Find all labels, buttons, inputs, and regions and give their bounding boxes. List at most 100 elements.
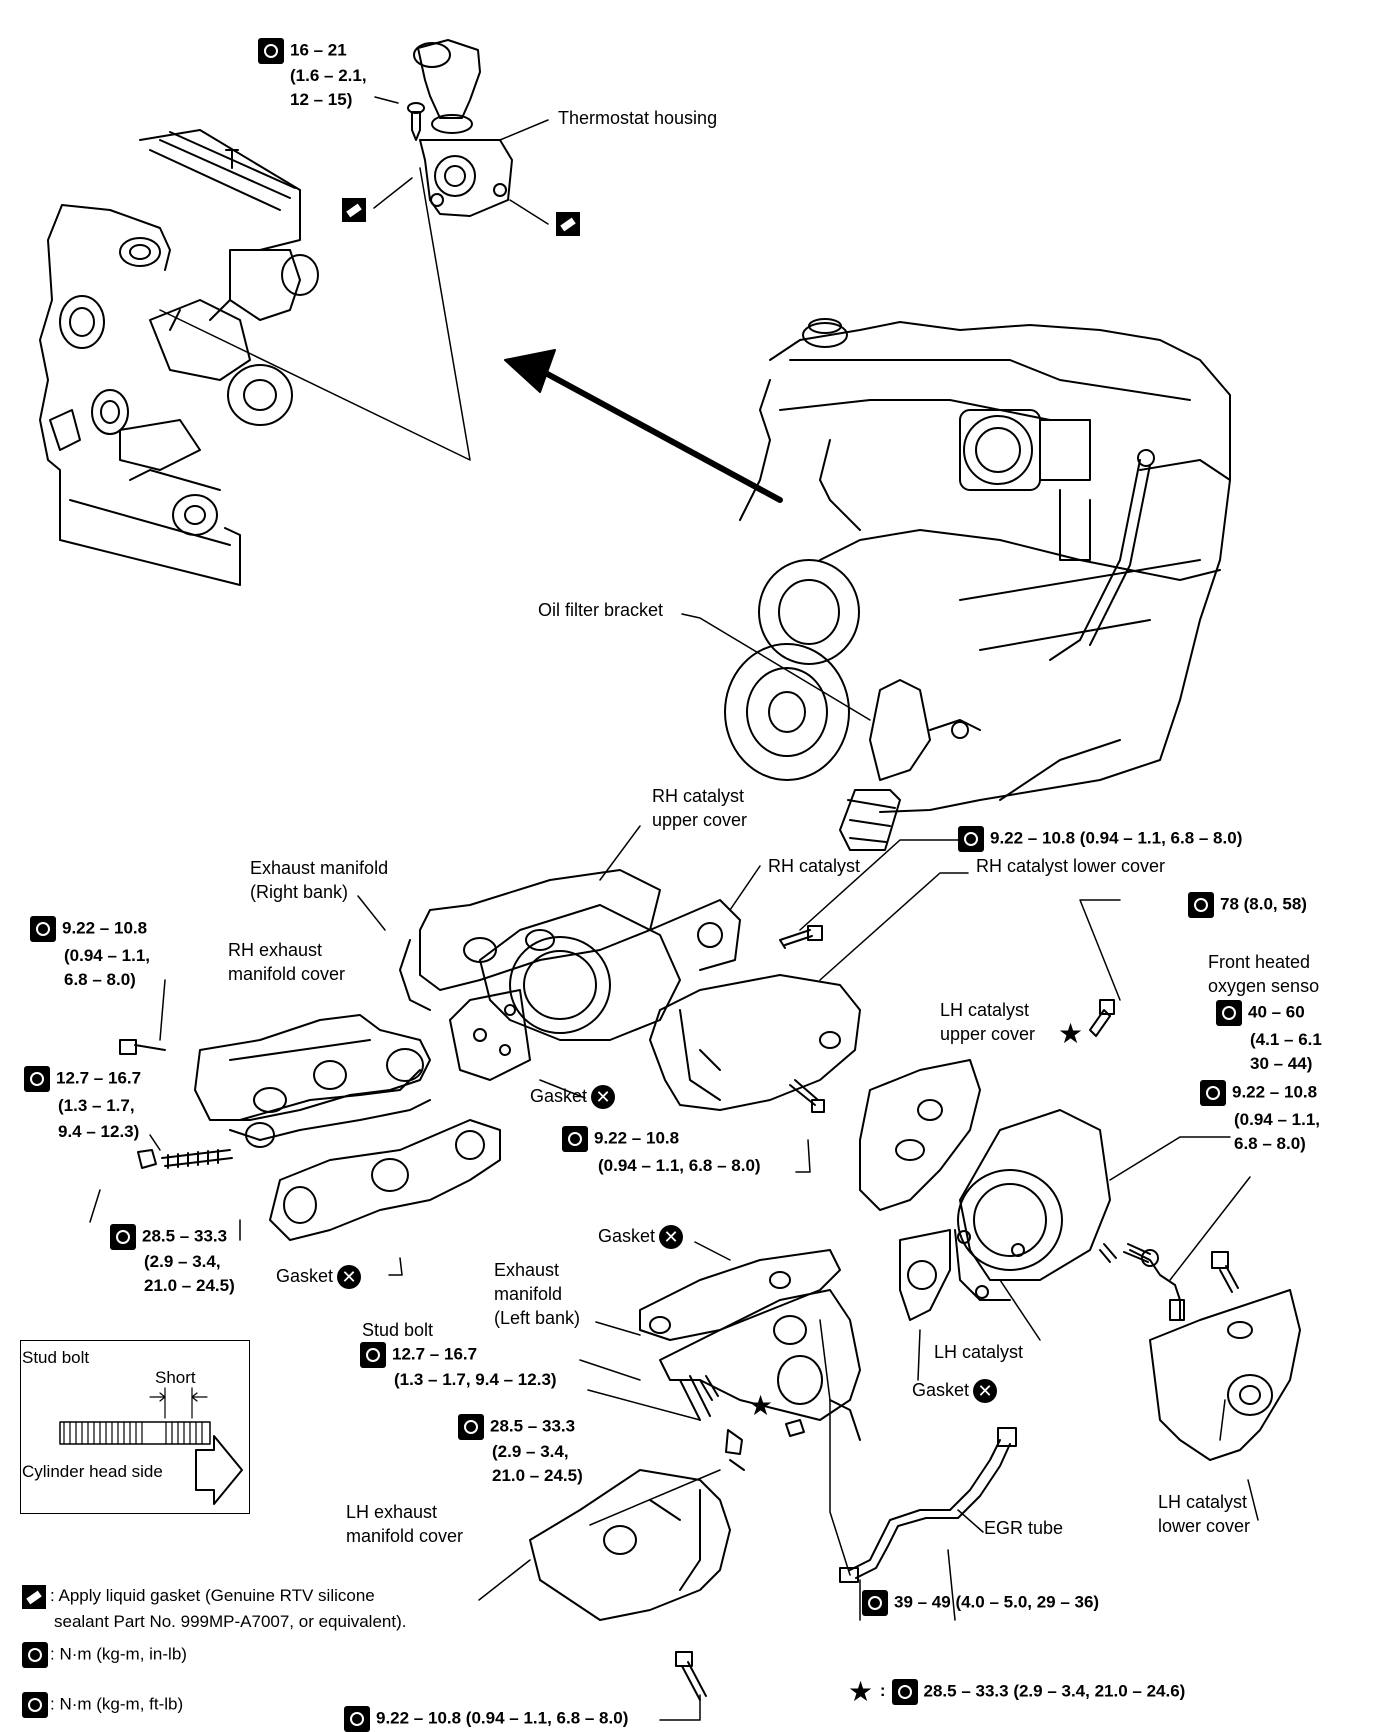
legend-box-side: Cylinder head side: [22, 1462, 163, 1481]
torque-inlb-icon: [22, 1642, 48, 1668]
label-lh-exhaust-cover-line1: LH exhaust: [346, 1502, 438, 1522]
torque-rh-cover-line2: (0.94 – 1.1,: [64, 946, 151, 965]
liquid-gasket-icon: [556, 212, 580, 236]
torque-lh-lower: 9.22 – 10.8: [1200, 1080, 1317, 1106]
torque-nut-rh: 28.5 – 33.3: [110, 1224, 227, 1250]
torque-nut-rh-line3: 21.0 – 24.5): [144, 1276, 235, 1295]
torque-lh-lower-line2: (0.94 – 1.1,: [1234, 1110, 1321, 1129]
torque-thermostat-line2: (1.6 – 2.1,: [290, 66, 367, 85]
torque-ftlb-icon: [891, 1679, 918, 1705]
torque-inlb-icon: [30, 916, 56, 942]
torque-inlb-icon: [562, 1126, 588, 1152]
label-gasket-rh-catalyst: Gasket✕: [530, 1084, 616, 1110]
legend-box-title: Stud bolt: [22, 1348, 90, 1367]
rh-gasket-lower-drawing: [269, 1119, 501, 1241]
label-lh-catalyst-upper-cover-line2: upper cover: [940, 1024, 1036, 1044]
torque-inlb-icon: [958, 826, 984, 852]
legend-nm-inlb: : N·m (kg-m, in-lb): [22, 1642, 187, 1668]
legend-box-short: Short: [155, 1368, 196, 1387]
torque-ftlb-icon: [110, 1224, 136, 1250]
torque-stud-rh-line2: (1.3 – 1.7,: [58, 1096, 135, 1115]
label-gasket-lh-catalyst: Gasket✕: [912, 1378, 998, 1404]
oxygen-sensor-drawing: [1129, 1249, 1185, 1321]
lh-exhaust-manifold-drawing: [659, 1289, 861, 1441]
label-front-heated-oxygen-line1: Front heated: [1208, 952, 1311, 972]
label-exhaust-manifold-right-line1: Exhaust manifold: [250, 858, 389, 878]
label-exhaust-manifold-left-line1: Exhaust: [494, 1260, 560, 1280]
label-lh-catalyst: LH catalyst: [934, 1342, 1024, 1362]
stud-bolt-legend-box: [20, 1340, 250, 1514]
torque-thermostat-line3: 12 – 15): [290, 90, 353, 109]
lh-catalyst-upper-cover-drawing: [859, 1059, 981, 1211]
torque-nut-lh-line2: (2.9 – 3.4,: [492, 1442, 569, 1461]
rh-manifold-cover-drawing: [194, 1014, 431, 1121]
torque-ftlb-icon: [258, 38, 284, 64]
rh-catalyst-lower-cover-drawing: [649, 974, 861, 1111]
liquid-gasket-icon: [22, 1584, 46, 1609]
main-engine-drawing: [724, 318, 1231, 851]
label-exhaust-manifold-left-line3: (Left bank): [494, 1308, 581, 1328]
label-exhaust-manifold-right-line2: (Right bank): [250, 882, 349, 902]
star-icon: ★: [1058, 1018, 1084, 1049]
torque-rh-lower-cover-top: 9.22 – 10.8 (0.94 – 1.1, 6.8 – 8.0): [958, 826, 1242, 852]
torque-lh-upper-line2: (4.1 – 6.1: [1250, 1030, 1322, 1049]
label-rh-exhaust-cover-line2: manifold cover: [228, 964, 346, 984]
torque-o2-sensor: 78 (8.0, 58): [1188, 892, 1307, 918]
torque-lh-cover-bottom: 9.22 – 10.8 (0.94 – 1.1, 6.8 – 8.0): [344, 1706, 628, 1732]
torque-lh-lower-line3: 6.8 – 8.0): [1234, 1134, 1306, 1153]
bolt-shapes: [119, 925, 1239, 1701]
discard-icon: ✕: [591, 1085, 616, 1110]
rh-manifold-gasket-drawing: [229, 1069, 431, 1148]
legend-liquid-gasket-line2: sealant Part No. 999MP-A7007, or equival…: [54, 1612, 407, 1631]
discard-icon: ✕: [973, 1379, 998, 1404]
label-exhaust-manifold-left-line2: manifold: [494, 1284, 563, 1304]
torque-thermostat: 16 – 21: [258, 38, 347, 64]
torque-stud-rh-line3: 9.4 – 12.3): [58, 1122, 140, 1141]
liquid-gasket-icon: [342, 198, 366, 222]
torque-stud-lh-line2: (1.3 – 1.7, 9.4 – 12.3): [394, 1370, 557, 1389]
label-gasket-lh-manifold: Gasket✕: [598, 1224, 684, 1250]
torque-lh-upper: 40 – 60: [1216, 1000, 1305, 1026]
label-lh-catalyst-lower-cover-line2: lower cover: [1158, 1516, 1251, 1536]
torque-egr: 39 – 49 (4.0 – 5.0, 29 – 36): [862, 1590, 1099, 1616]
label-rh-catalyst-lower-cover: RH catalyst lower cover: [976, 856, 1166, 876]
torque-nut-lh: 28.5 – 33.3: [458, 1414, 575, 1440]
stud-bolt-legend-drawing: [59, 1387, 243, 1505]
lh-catalyst-gasket-drawing: [899, 1229, 951, 1321]
discard-icon: ✕: [337, 1265, 362, 1290]
star-icon: ★: [848, 1676, 874, 1707]
torque-lh-upper-line3: 30 – 44): [1250, 1054, 1313, 1073]
discard-icon: ✕: [659, 1225, 684, 1250]
torque-stud-lh: 12.7 – 16.7: [360, 1342, 477, 1368]
lh-catalyst-lower-cover-drawing: [1149, 1289, 1301, 1461]
torque-ftlb-icon: [458, 1414, 484, 1440]
torque-ftlb-icon: [862, 1590, 888, 1616]
egr-tube-drawing: [839, 1427, 1017, 1583]
torque-ftlb-icon: [22, 1692, 48, 1718]
lh-manifold-gasket-drawing: [639, 1249, 841, 1341]
torque-ftlb-icon: [1216, 1000, 1242, 1026]
label-lh-exhaust-cover-line2: manifold cover: [346, 1526, 464, 1546]
label-rh-catalyst-upper-cover-line2: upper cover: [652, 810, 748, 830]
label-front-heated-oxygen-line2: oxygen senso: [1208, 976, 1320, 996]
legend-liquid-gasket: : Apply liquid gasket (Genuine RTV silic…: [22, 1584, 375, 1609]
star-icon: ★: [748, 1390, 774, 1421]
torque-rh-cover: 9.22 – 10.8: [30, 916, 147, 942]
label-oil-filter-bracket: Oil filter bracket: [538, 600, 664, 620]
rh-exhaust-manifold-drawing: [399, 869, 661, 1011]
torque-ftlb-icon: [1188, 892, 1214, 918]
torque-inlb-icon: [1200, 1080, 1226, 1106]
leader-lines: [89, 96, 1259, 1721]
label-gasket-rh-manifold: Gasket✕: [276, 1264, 362, 1290]
torque-nut-lh-line3: 21.0 – 24.5): [492, 1466, 583, 1485]
torque-ftlb-icon: [24, 1066, 50, 1092]
lh-manifold-cover-drawing: [529, 1469, 731, 1621]
engine-detail-upper-left: [39, 129, 319, 586]
torque-stud-rh: 12.7 – 16.7: [24, 1066, 141, 1092]
label-stud-bolt: Stud bolt: [362, 1320, 434, 1340]
legend-nm-ftlb: : N·m (kg-m, ft-lb): [22, 1692, 183, 1718]
torque-inlb-icon: [344, 1706, 370, 1732]
torque-rh-cat-lower-line2: (0.94 – 1.1, 6.8 – 8.0): [598, 1156, 761, 1175]
